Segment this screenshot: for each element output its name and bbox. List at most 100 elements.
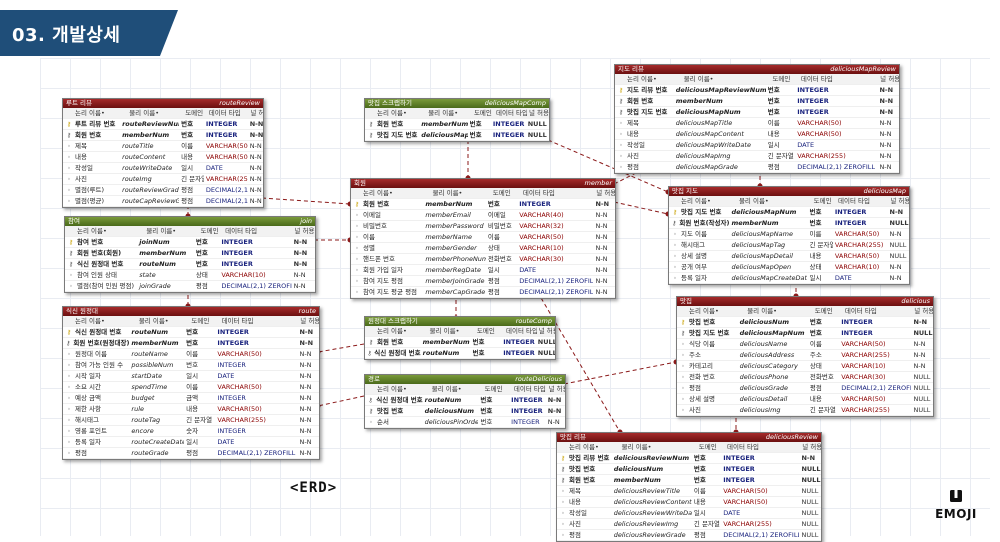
attribute-row[interactable]: ◦별점(평균)routeCapReviewGrade평점DECIMAL(2,1)… — [63, 196, 263, 207]
attribute-physical-name: startDate — [131, 372, 163, 380]
column-header: 물리 이름• — [129, 109, 160, 117]
attribute-data-type: INTEGER — [841, 329, 873, 337]
attribute-logical-name: ⚷식신 원정대 번호 — [63, 327, 129, 337]
attribute-logical-name: ◦작성일 — [63, 163, 120, 173]
